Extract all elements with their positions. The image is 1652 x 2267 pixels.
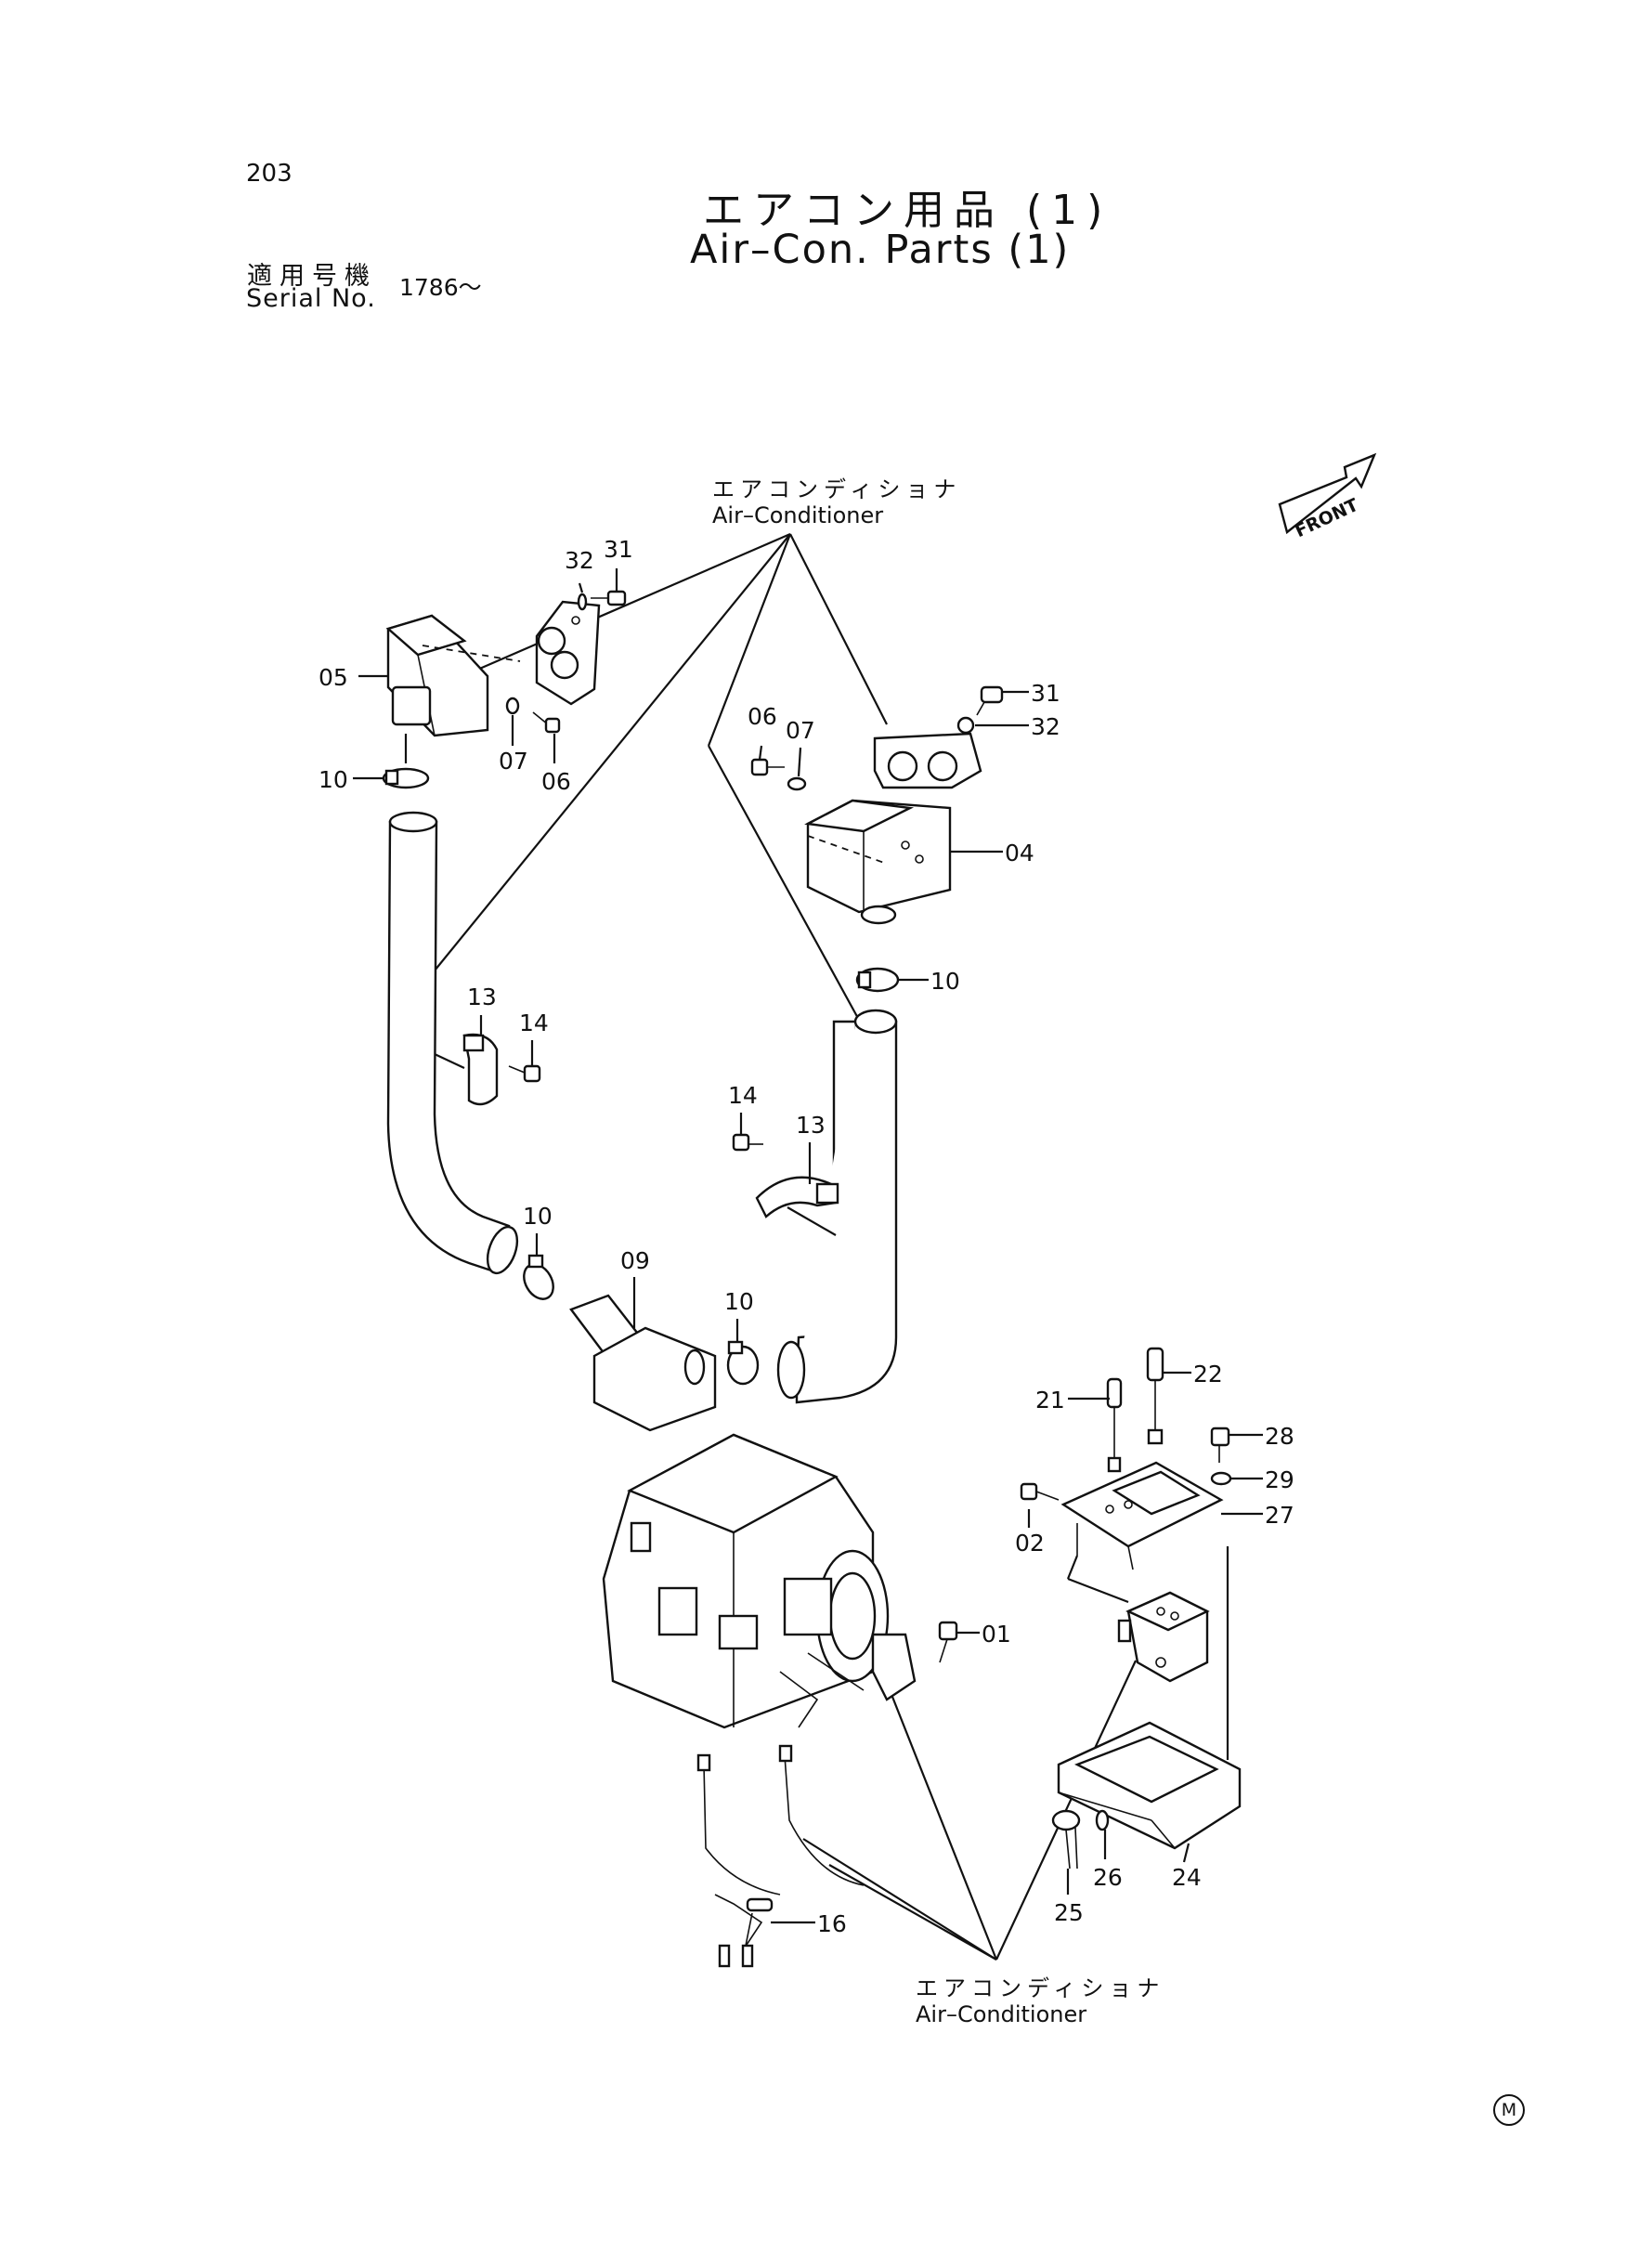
washer-26-part (1095, 1809, 1110, 1831)
bolt-31-upper-right-part (976, 685, 1004, 716)
group-label-top-english: Air–Conditioner (712, 502, 884, 528)
leader-plate-relay (1067, 1577, 1129, 1604)
sensor-22-part (1146, 1347, 1164, 1445)
callout-10-c: 10 (523, 1203, 553, 1230)
group-label-top-japanese: エアコンディショナ (712, 476, 962, 502)
callout-09: 09 (620, 1247, 650, 1274)
callout-02: 02 (1015, 1530, 1045, 1557)
bolt-01-part (938, 1621, 958, 1663)
washer-32-upper-right-part (956, 716, 975, 735)
relay-controller-part (1117, 1591, 1210, 1683)
cover-box-24-part (1057, 1721, 1242, 1850)
callout-31-b: 31 (1031, 680, 1060, 707)
page-title-english: Air–Con. Parts (1) (690, 227, 1071, 273)
callout-06-a: 06 (541, 768, 571, 795)
callout-07-a: 07 (499, 748, 528, 775)
hose-right-part (776, 1009, 898, 1404)
washer-29-part (1210, 1471, 1232, 1486)
callout-22: 22 (1193, 1361, 1223, 1388)
leader-bracket-13-left (434, 1053, 465, 1069)
serial-number-range: 1786～ (399, 274, 482, 301)
callout-07-b: 07 (786, 717, 815, 744)
hose-clamp-10-middle-part (523, 1254, 554, 1300)
hose-clamp-10-upper-left-part (382, 767, 430, 789)
washer-07-right-part (787, 776, 807, 791)
callout-13-b: 13 (796, 1112, 826, 1139)
bolt-14-right-part (732, 1133, 763, 1152)
callout-10-a: 10 (319, 766, 348, 793)
callout-05: 05 (319, 664, 348, 691)
callout-14-a: 14 (519, 1010, 549, 1036)
serial-label-japanese: 適用号機 (247, 262, 377, 291)
callout-01: 01 (982, 1621, 1011, 1648)
bolt-31-upper-left-part (591, 590, 627, 606)
bolt-02-part (1020, 1482, 1060, 1501)
callout-10-d: 10 (724, 1288, 754, 1315)
callout-32-b: 32 (1031, 713, 1060, 740)
duct-cover-right-part (804, 799, 952, 925)
page-title-japanese: エアコン用品 (1) (703, 187, 1112, 234)
washer-32-upper-left-part (577, 593, 588, 611)
callout-13-a: 13 (467, 984, 497, 1010)
bolt-06-left-part (532, 711, 561, 734)
callout-24: 24 (1172, 1864, 1202, 1891)
hose-left-part (386, 811, 519, 1275)
bracket-13-left-part (462, 1033, 499, 1106)
bracket-plate-27-part (1060, 1461, 1224, 1570)
callout-06-b: 06 (748, 703, 777, 730)
callout-14-b: 14 (728, 1082, 758, 1109)
washer-07-left-part (505, 697, 520, 715)
callout-numbers: 05 10 07 06 32 31 31 32 06 07 04 10 13 1… (319, 536, 1294, 1937)
callout-04: 04 (1005, 840, 1034, 866)
callout-21: 21 (1035, 1387, 1065, 1414)
serial-label-english: Serial No. (246, 284, 376, 313)
wire-harness-16-part (696, 1744, 865, 1968)
callout-27: 27 (1265, 1502, 1294, 1529)
callout-29: 29 (1265, 1466, 1294, 1493)
group-label-bottom-japanese: エアコンディショナ (916, 1975, 1165, 2001)
bolt-14-left-part (508, 1064, 541, 1083)
duct-adapter-plate-right-part (873, 732, 982, 789)
group-label-bottom-english: Air–Conditioner (916, 2001, 1087, 2027)
front-direction-arrow-icon: FRONT (1278, 452, 1377, 541)
air-conditioner-unit-part (602, 1433, 917, 1729)
hose-clamp-10-lower-part (726, 1340, 760, 1386)
callout-leaders (353, 568, 1263, 1924)
callout-28: 28 (1265, 1423, 1294, 1450)
hose-clamp-10-upper-right-part (855, 967, 900, 993)
callout-25: 25 (1054, 1899, 1084, 1926)
elbow-duct-09-part (569, 1294, 717, 1432)
duct-cover-left-part (385, 614, 521, 737)
bracket-13-right-part (755, 1176, 839, 1218)
manufacturer-mark: M (1493, 2094, 1525, 2126)
bolt-28-part (1210, 1427, 1230, 1463)
callout-31-a: 31 (604, 536, 633, 563)
top-group-leaders (430, 532, 888, 1071)
callout-32-a: 32 (565, 547, 594, 574)
callout-16: 16 (817, 1910, 847, 1937)
bolt-06-right-part (750, 758, 785, 776)
leader-plate-lower (1066, 1555, 1079, 1580)
page-number: 203 (246, 160, 293, 188)
callout-10-b: 10 (930, 968, 960, 995)
bolt-25-part (1051, 1809, 1081, 1870)
callout-26: 26 (1093, 1864, 1123, 1891)
leader-bracket-13-right (787, 1206, 837, 1236)
sensor-21-part (1106, 1377, 1123, 1473)
duct-adapter-plate-left-part (535, 600, 601, 706)
